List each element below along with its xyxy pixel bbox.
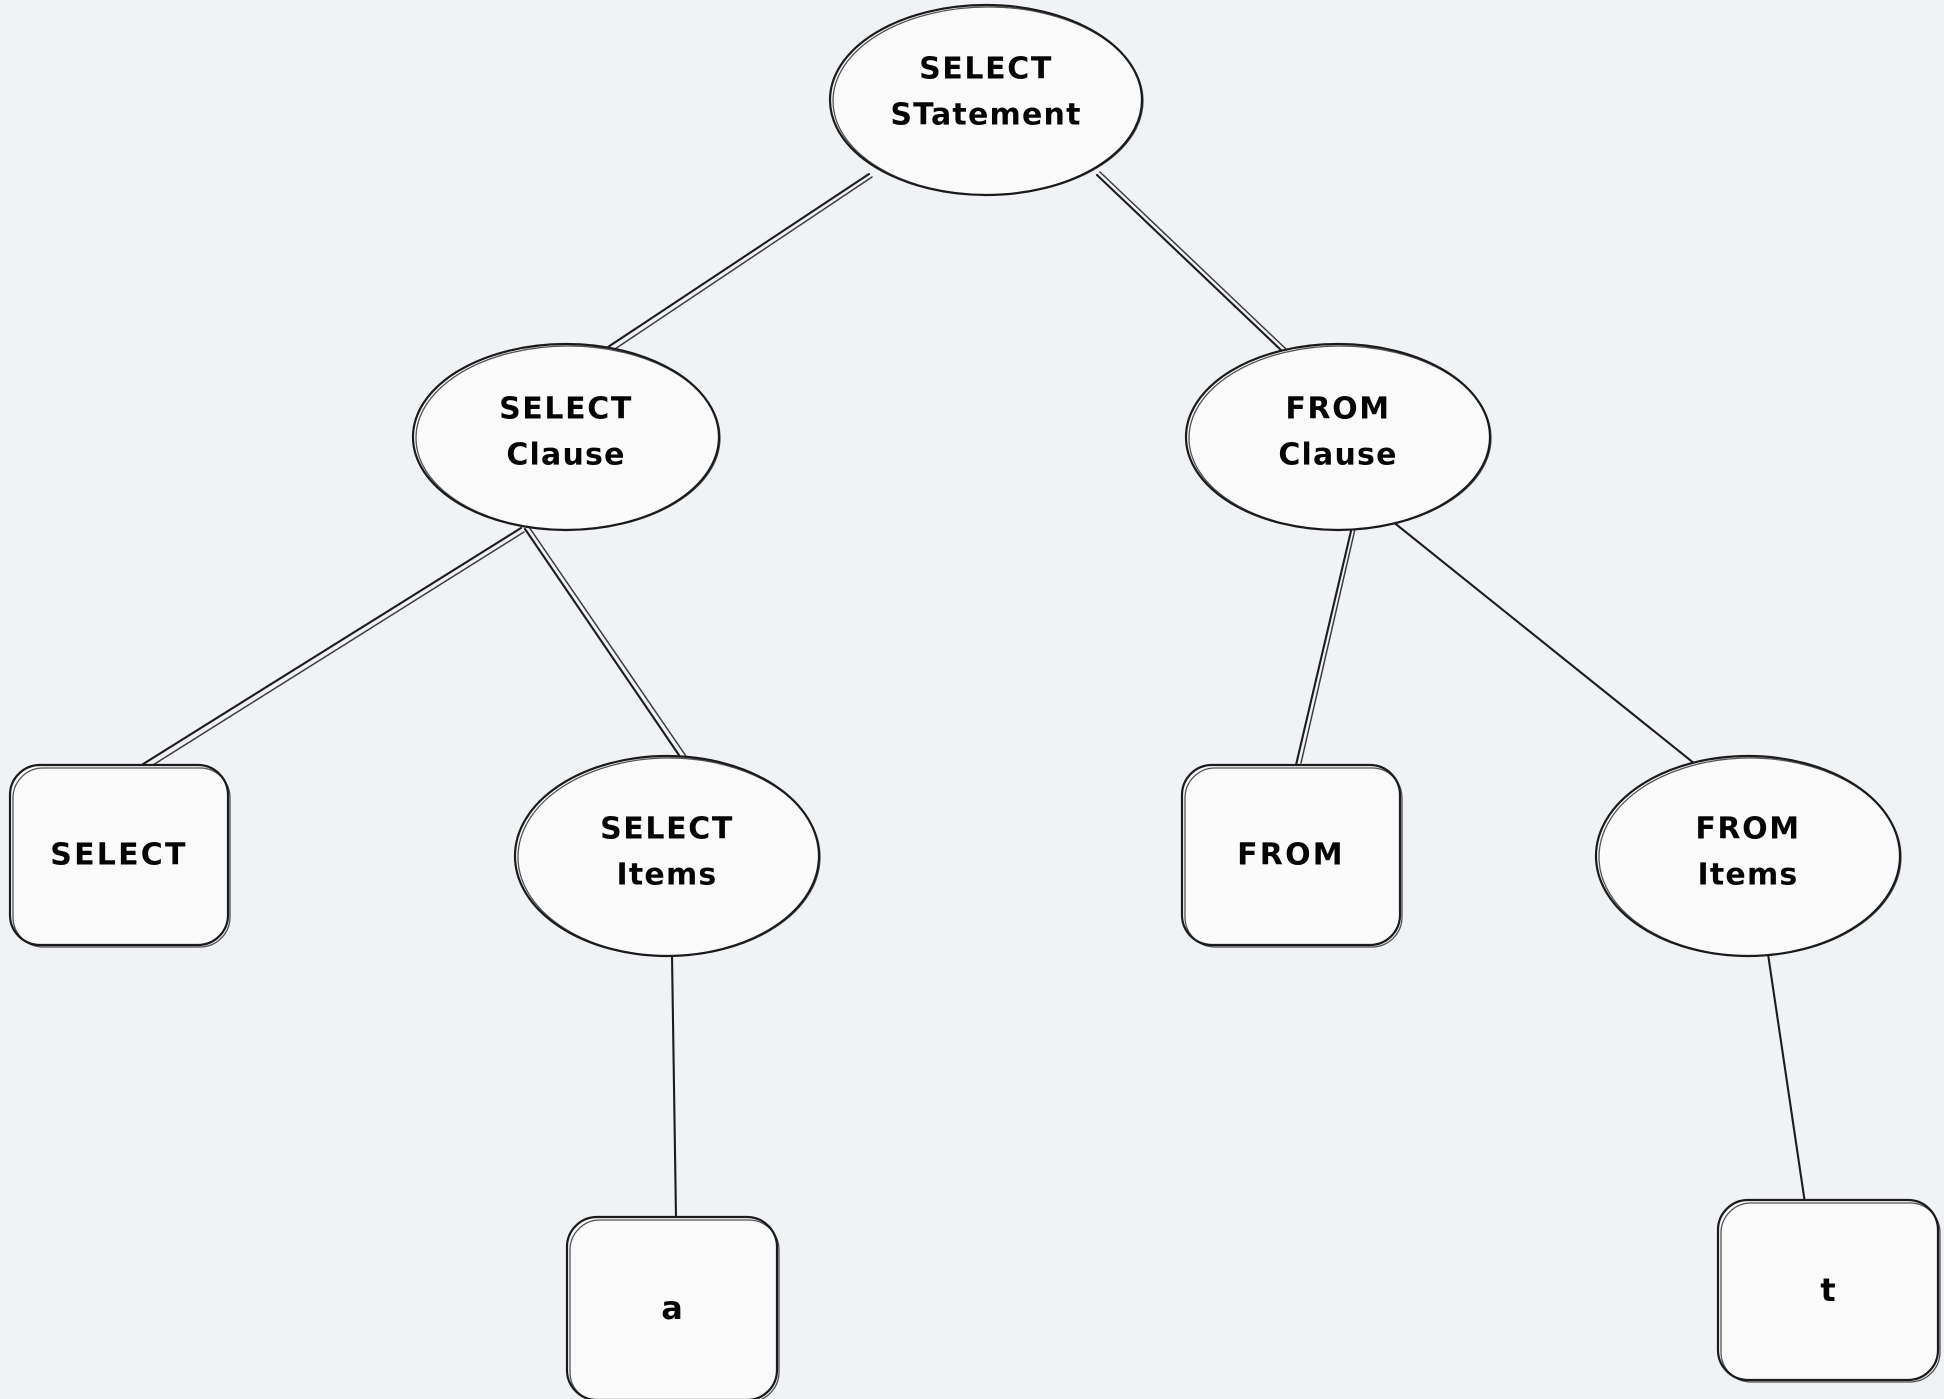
- edge-select-statement-to-from-clause: [1095, 171, 1287, 354]
- node-from-clause-label-line1: FROM: [1285, 392, 1390, 427]
- node-from-clause-label-line2: Clause: [1278, 438, 1397, 473]
- node-from-items-label-line1: FROM: [1695, 812, 1800, 847]
- node-table-t[interactable]: t: [1716, 1198, 1941, 1383]
- edge-select-clause-to-select-terminal: [138, 526, 525, 771]
- node-from-terminal[interactable]: FROM: [1180, 763, 1403, 948]
- node-from-terminal-label: FROM: [1237, 838, 1345, 873]
- node-from-clause[interactable]: FROM Clause: [1184, 342, 1492, 532]
- node-alias-a[interactable]: a: [565, 1215, 780, 1399]
- node-select-clause[interactable]: SELECT Clause: [411, 342, 721, 532]
- node-select-statement[interactable]: SELECT STatement: [828, 3, 1144, 197]
- edge-select-statement-to-select-clause: [606, 172, 873, 352]
- edge-from-clause-to-from-terminal: [1294, 528, 1356, 767]
- node-select-items-label-line2: Items: [617, 858, 718, 893]
- node-select-terminal[interactable]: SELECT: [8, 763, 231, 948]
- edge-select-items-to-alias-a: [670, 953, 678, 1220]
- node-from-items[interactable]: FROM Items: [1594, 754, 1902, 958]
- edge-group: [138, 171, 1808, 1220]
- node-from-items-label-line2: Items: [1698, 858, 1799, 893]
- node-select-statement-label-line2: STatement: [890, 98, 1081, 133]
- node-select-items[interactable]: SELECT Items: [513, 754, 821, 958]
- node-select-items-label-line1: SELECT: [600, 812, 734, 847]
- node-select-clause-label-line2: Clause: [506, 438, 625, 473]
- node-table-t-label: t: [1820, 1271, 1835, 1309]
- node-select-terminal-label: SELECT: [50, 838, 187, 873]
- edge-from-clause-to-from-items: [1390, 519, 1702, 770]
- edge-from-items-to-table-t: [1766, 952, 1808, 1212]
- node-alias-a-label: a: [661, 1289, 683, 1327]
- node-select-clause-label-line1: SELECT: [499, 392, 633, 427]
- node-select-statement-label-line1: SELECT: [919, 52, 1053, 87]
- edge-select-clause-to-select-items: [523, 526, 689, 763]
